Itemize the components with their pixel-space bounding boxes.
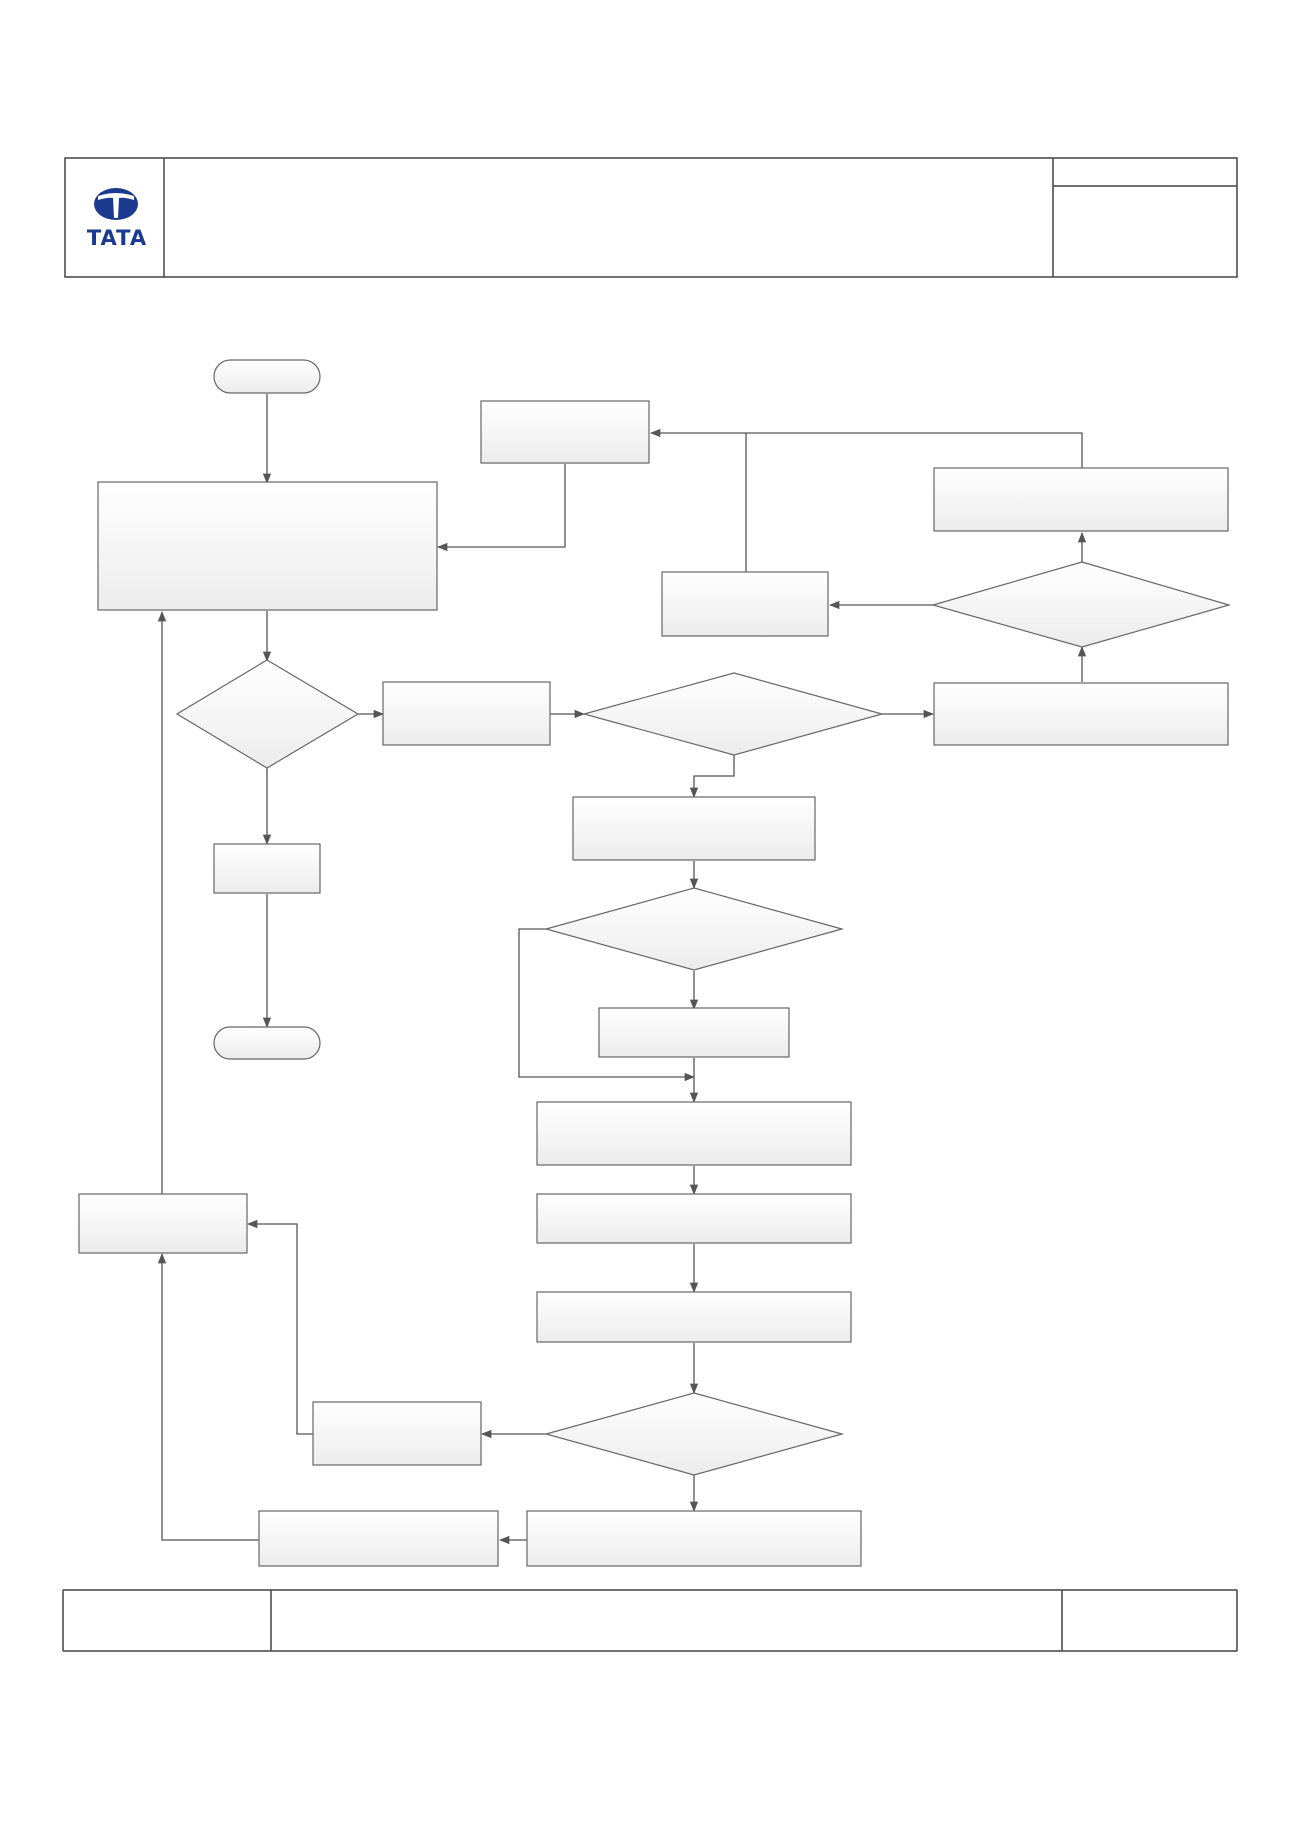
bottom-left-process	[258, 1510, 499, 1567]
main-process	[97, 481, 438, 611]
connectors	[157, 394, 1087, 1545]
header-frame	[64, 157, 1238, 278]
right-process	[933, 682, 1229, 746]
process-after-decision-one	[382, 681, 551, 746]
process-left-of-bottom-decision	[312, 1401, 482, 1466]
wide-process-three	[536, 1291, 852, 1343]
connector	[157, 1252, 259, 1541]
right-decision	[930, 561, 1232, 648]
connector	[649, 428, 1083, 468]
top-middle-process	[480, 400, 650, 464]
end-terminator	[213, 1026, 321, 1060]
tata-logo: TATA	[87, 188, 147, 250]
middle-process	[661, 571, 829, 637]
start-terminator	[213, 359, 321, 394]
wide-process-one	[536, 1101, 852, 1166]
connector	[436, 464, 566, 552]
connector	[518, 928, 696, 1082]
nodes	[78, 359, 1232, 1567]
central-decision	[581, 672, 885, 756]
left-middle-process	[78, 1193, 248, 1254]
small-process	[213, 843, 321, 894]
process-after-decision-three	[598, 1007, 790, 1058]
logo-text: TATA	[87, 226, 147, 250]
process-below-central-decision	[572, 796, 816, 861]
bottom-process	[526, 1510, 862, 1567]
footer-block	[62, 1589, 1238, 1652]
connector	[689, 755, 735, 799]
decision-one	[175, 659, 360, 769]
decision-three	[543, 887, 845, 971]
bottom-decision	[543, 1392, 845, 1476]
top-right-process	[933, 467, 1229, 532]
connector	[246, 1219, 313, 1435]
header-block: TATA	[64, 157, 1238, 278]
wide-process-two	[536, 1193, 852, 1244]
